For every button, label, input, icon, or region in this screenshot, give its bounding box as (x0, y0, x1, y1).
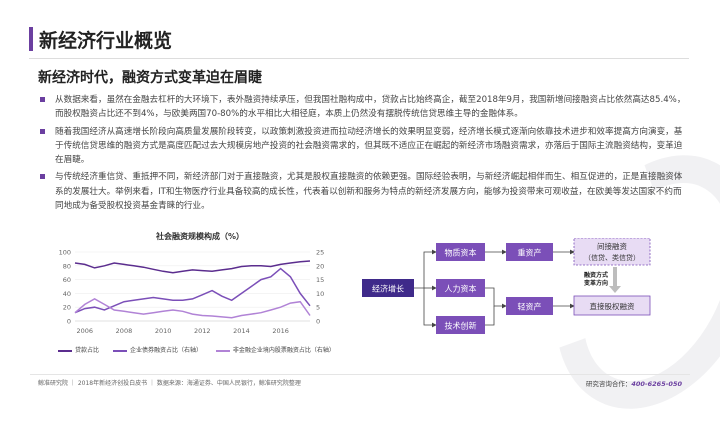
y-left-tick-label: 20 (63, 304, 71, 312)
y-right-tick-label: 25 (316, 249, 324, 257)
x-tick-label: 2010 (155, 327, 172, 335)
legend-swatch (58, 349, 72, 352)
legend-label: 企业债券融资占比（右轴） (129, 347, 202, 354)
series-line-0 (74, 260, 311, 274)
financing-structure-chart: 0 20 40 60 80 100 0 5 10 15 20 25 2006 2008 2010 2012 20… (59, 249, 325, 336)
legend-label: 贷款占比 (75, 347, 100, 354)
y-left-tick-label: 0 (67, 318, 71, 326)
y-left-tick-label: 40 (63, 290, 71, 298)
legend-swatch (215, 349, 230, 352)
title-divider (29, 58, 689, 59)
diagram-node-label: 间接融资 (597, 241, 627, 251)
bullet-list: 从数据来看，虽然在金融去杠杆的大环境下，表外融资持续承压，但我国社融构成中，贷款… (38, 93, 688, 216)
diagram-node-light-asset (506, 297, 553, 315)
title-accent-bar (29, 27, 33, 51)
y-right-tick-label: 20 (316, 262, 324, 270)
diagram-node-label: 技术创新 (445, 321, 477, 331)
bullet-text: 从数据来看，虽然在金融去杠杆的大环境下，表外融资持续承压，但我国社融构成中，贷款… (55, 95, 686, 120)
diagram-node-human-capital (436, 279, 485, 297)
diagram-node-label: 直接股权融资 (590, 301, 635, 311)
bullet-item: 从数据来看，虽然在金融去杠杆的大环境下，表外融资持续承压，但我国社融构成中，贷款… (38, 93, 688, 122)
legend-swatch (112, 349, 127, 352)
diagram-node-label: 轻资产 (518, 302, 542, 312)
x-tick-label: 2008 (116, 327, 133, 335)
x-tick-label: 2006 (77, 327, 94, 335)
growth-financing-diagram: 经济增长 物质资本 人力资本 技术创新 重资产 轻资产 间接融资 （信贷、类信贷… (362, 238, 651, 334)
x-tick-label: 2014 (233, 327, 250, 335)
diagram-arrow-label-2: 变革方向 (584, 279, 608, 287)
legend-item: 企业债券融资占比（右轴） (112, 345, 202, 354)
bullet-marker (40, 174, 45, 180)
legend-item: 贷款占比 (58, 345, 99, 354)
footer-divider (30, 374, 690, 375)
footer-contact-label: 研究咨询合作： (585, 380, 632, 388)
bullet-item: 与传统经济重信贷、重抵押不同，新经济部门对于直接融资，尤其是股权直接融资的依赖更… (38, 170, 688, 213)
diagram-node-heavy-asset (506, 243, 553, 261)
bullet-item: 随着我国经济从高速增长阶段向高质量发展阶段转变，以政策刺激投资进而拉动经济增长的… (38, 125, 688, 168)
diagram-node-direct-equity (573, 295, 651, 316)
diagram-node-label: 人力资本 (445, 284, 477, 294)
diagram-node-tech-innovation (436, 316, 485, 334)
footer-source: 鲸准研究院 ｜ 2018年新经济创投白皮书 ｜ 数据来源：海通证券、中国人民银行… (38, 380, 301, 387)
series-line-1 (74, 267, 311, 314)
diagram-node-label: 重资产 (518, 248, 542, 258)
legend-item: 非金融企业境内股票融资占比（右轴） (215, 345, 335, 354)
chart-title: 社会融资规模构成（%） (155, 232, 244, 241)
y-right-tick-label: 10 (316, 290, 324, 298)
y-left-tick-label: 100 (59, 249, 71, 257)
diagram-node-indirect-financing (573, 238, 651, 266)
bullet-marker (40, 97, 45, 102)
diagram-arrow-label-1: 融资方式 (584, 271, 608, 279)
legend-label: 非金融企业境内股票融资占比（右轴） (232, 347, 335, 354)
diagram-node-root-label: 经济增长 (372, 284, 404, 294)
bullet-marker (40, 128, 45, 134)
footer-contact: 研究咨询合作：400-6265-050 (586, 378, 682, 388)
bullet-text: 随着我国经济从高速增长阶段向高质量发展阶段转变，以政策刺激投资进而拉动经济增长的… (55, 126, 683, 166)
series-line-2 (74, 298, 311, 319)
diagram-node-physical-capital (436, 243, 485, 261)
diagram-node-label: （信贷、类信贷） (584, 253, 640, 262)
y-left-tick-label: 80 (63, 262, 71, 270)
y-right-tick-label: 5 (316, 304, 320, 312)
diagram-connectors (414, 249, 575, 328)
diagram-node-label: 物质资本 (445, 248, 477, 258)
bullet-text: 与传统经济重信贷、重抵押不同，新经济部门对于直接融资，尤其是股权直接融资的依赖更… (55, 172, 683, 212)
page-title: 新经济行业概览 (39, 30, 173, 52)
y-right-tick-label: 0 (316, 318, 320, 326)
section-subtitle: 新经济时代，融资方式变革迫在眉睫 (38, 70, 262, 86)
diagram-node-root (362, 279, 414, 297)
y-right-tick-label: 15 (316, 276, 324, 284)
x-tick-label: 2012 (194, 327, 211, 335)
y-left-tick-label: 60 (63, 276, 71, 284)
chart-legend: 贷款占比 企业债券融资占比（右轴） 非金融企业境内股票融资占比（右轴） (58, 345, 348, 354)
footer-phone: 400-6265-050 (631, 380, 682, 388)
down-arrow-icon (609, 267, 621, 293)
x-tick-label: 2016 (272, 327, 289, 335)
